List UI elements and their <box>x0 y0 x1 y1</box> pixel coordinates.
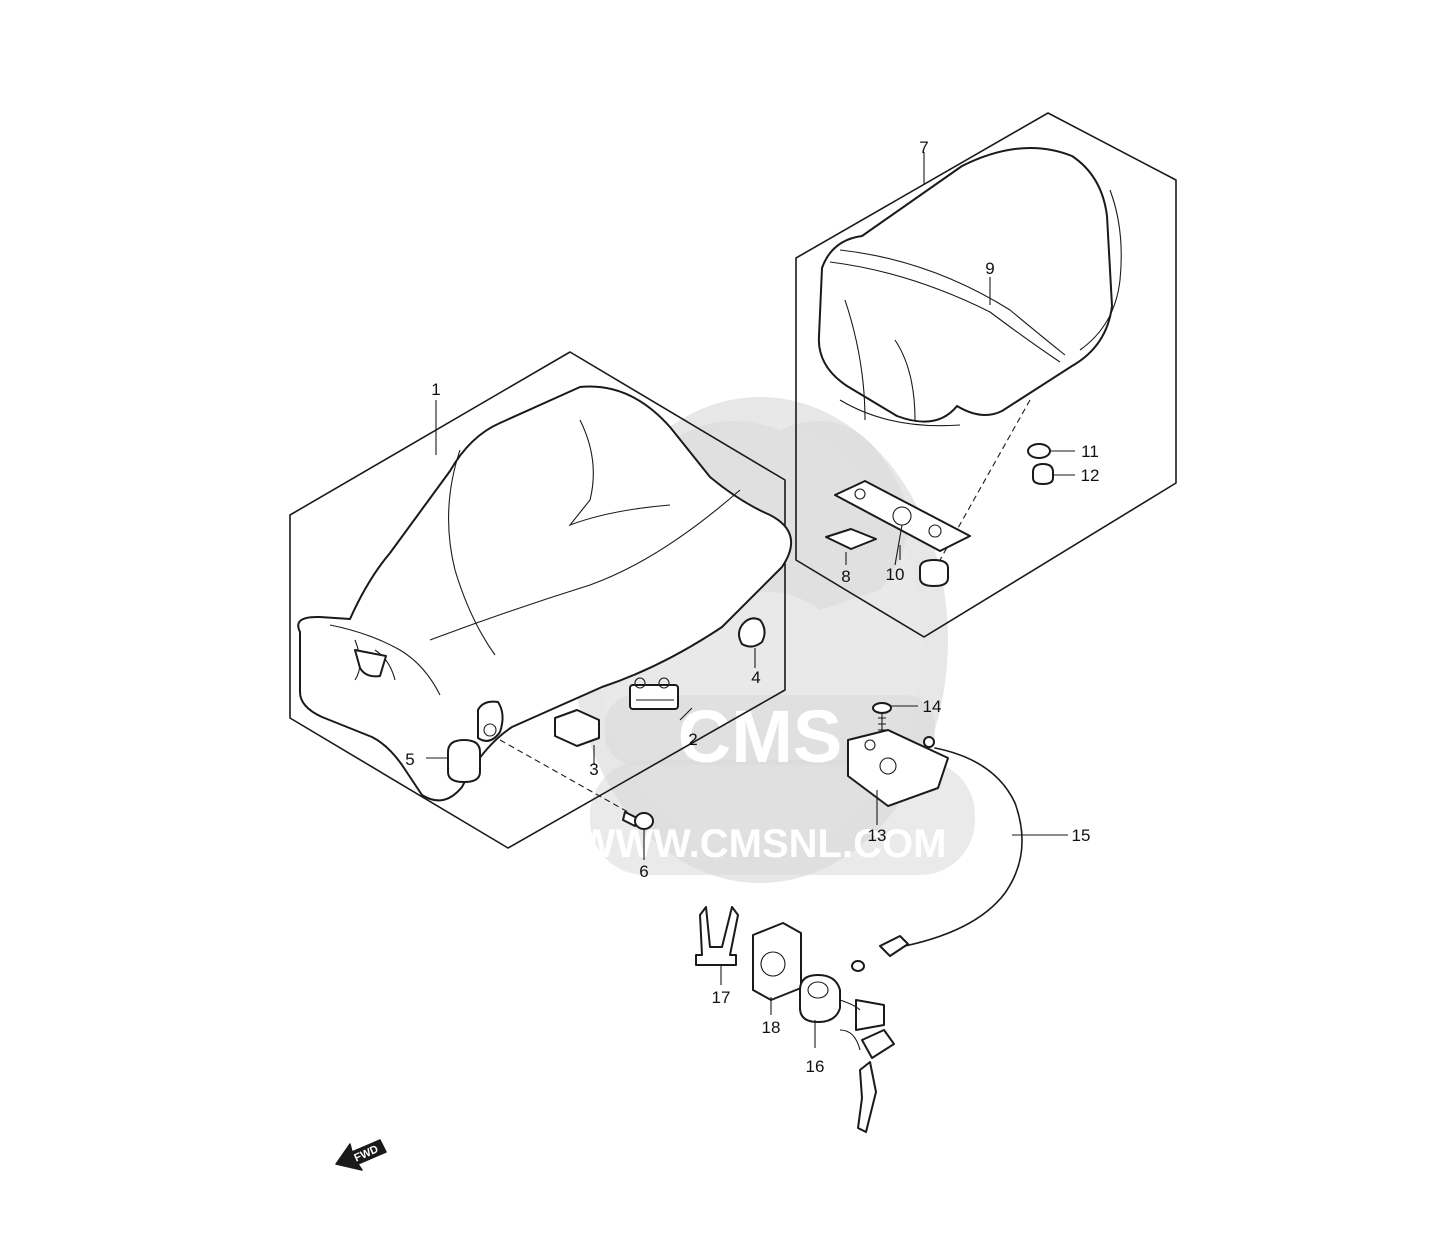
part-17-clip <box>695 906 739 966</box>
part-6-bolt <box>499 739 654 830</box>
part-5-damper <box>447 739 481 783</box>
callout-8: 8 <box>841 567 850 586</box>
part-13-latch <box>847 729 949 807</box>
part-15-cable <box>851 736 1023 972</box>
callouts: 1 2 3 4 5 6 7 8 9 10 11 12 13 14 15 16 1… <box>405 138 1099 1076</box>
front-seat-group-box <box>289 351 786 849</box>
callout-18: 18 <box>762 1018 781 1037</box>
callout-4: 4 <box>751 668 760 687</box>
part-18-plate <box>752 922 802 1001</box>
part-2-clamp <box>629 677 679 710</box>
front-seat <box>297 385 792 802</box>
part-12-nut <box>1032 463 1054 485</box>
callout-15: 15 <box>1072 826 1091 845</box>
part-16-lock-set <box>799 974 895 1133</box>
callout-17: 17 <box>712 988 731 1007</box>
callout-11: 11 <box>1081 442 1099 461</box>
callout-9: 9 <box>985 259 994 278</box>
callout-5: 5 <box>405 750 414 769</box>
rear-seat-group-box <box>795 112 1177 638</box>
callout-7: 7 <box>919 138 928 157</box>
callout-3: 3 <box>589 760 598 779</box>
part-3-pad <box>554 709 600 747</box>
callout-14: 14 <box>923 697 942 716</box>
watermark-url: WWW.CMSNL.COM <box>578 822 947 866</box>
arrow-left-icon <box>335 1139 387 1171</box>
callout-1: 1 <box>431 380 440 399</box>
watermark-logo: CMS <box>678 695 842 778</box>
part-8-pad <box>825 528 877 550</box>
callout-10: 10 <box>886 565 905 584</box>
callout-12: 12 <box>1081 466 1100 485</box>
callout-13: 13 <box>868 826 887 845</box>
fwd-direction-marker: FWD <box>335 1139 387 1171</box>
part-11-washer <box>1027 443 1051 459</box>
part-10-spacer <box>919 559 949 587</box>
callout-6: 6 <box>639 862 648 881</box>
part-14-screw <box>872 702 892 740</box>
leader-lines <box>426 152 1075 1048</box>
fwd-label: FWD <box>353 1143 381 1164</box>
part-4-cushion <box>738 617 766 648</box>
callout-16: 16 <box>806 1057 825 1076</box>
rear-seat-cowl <box>817 147 1122 561</box>
callout-2: 2 <box>688 730 697 749</box>
